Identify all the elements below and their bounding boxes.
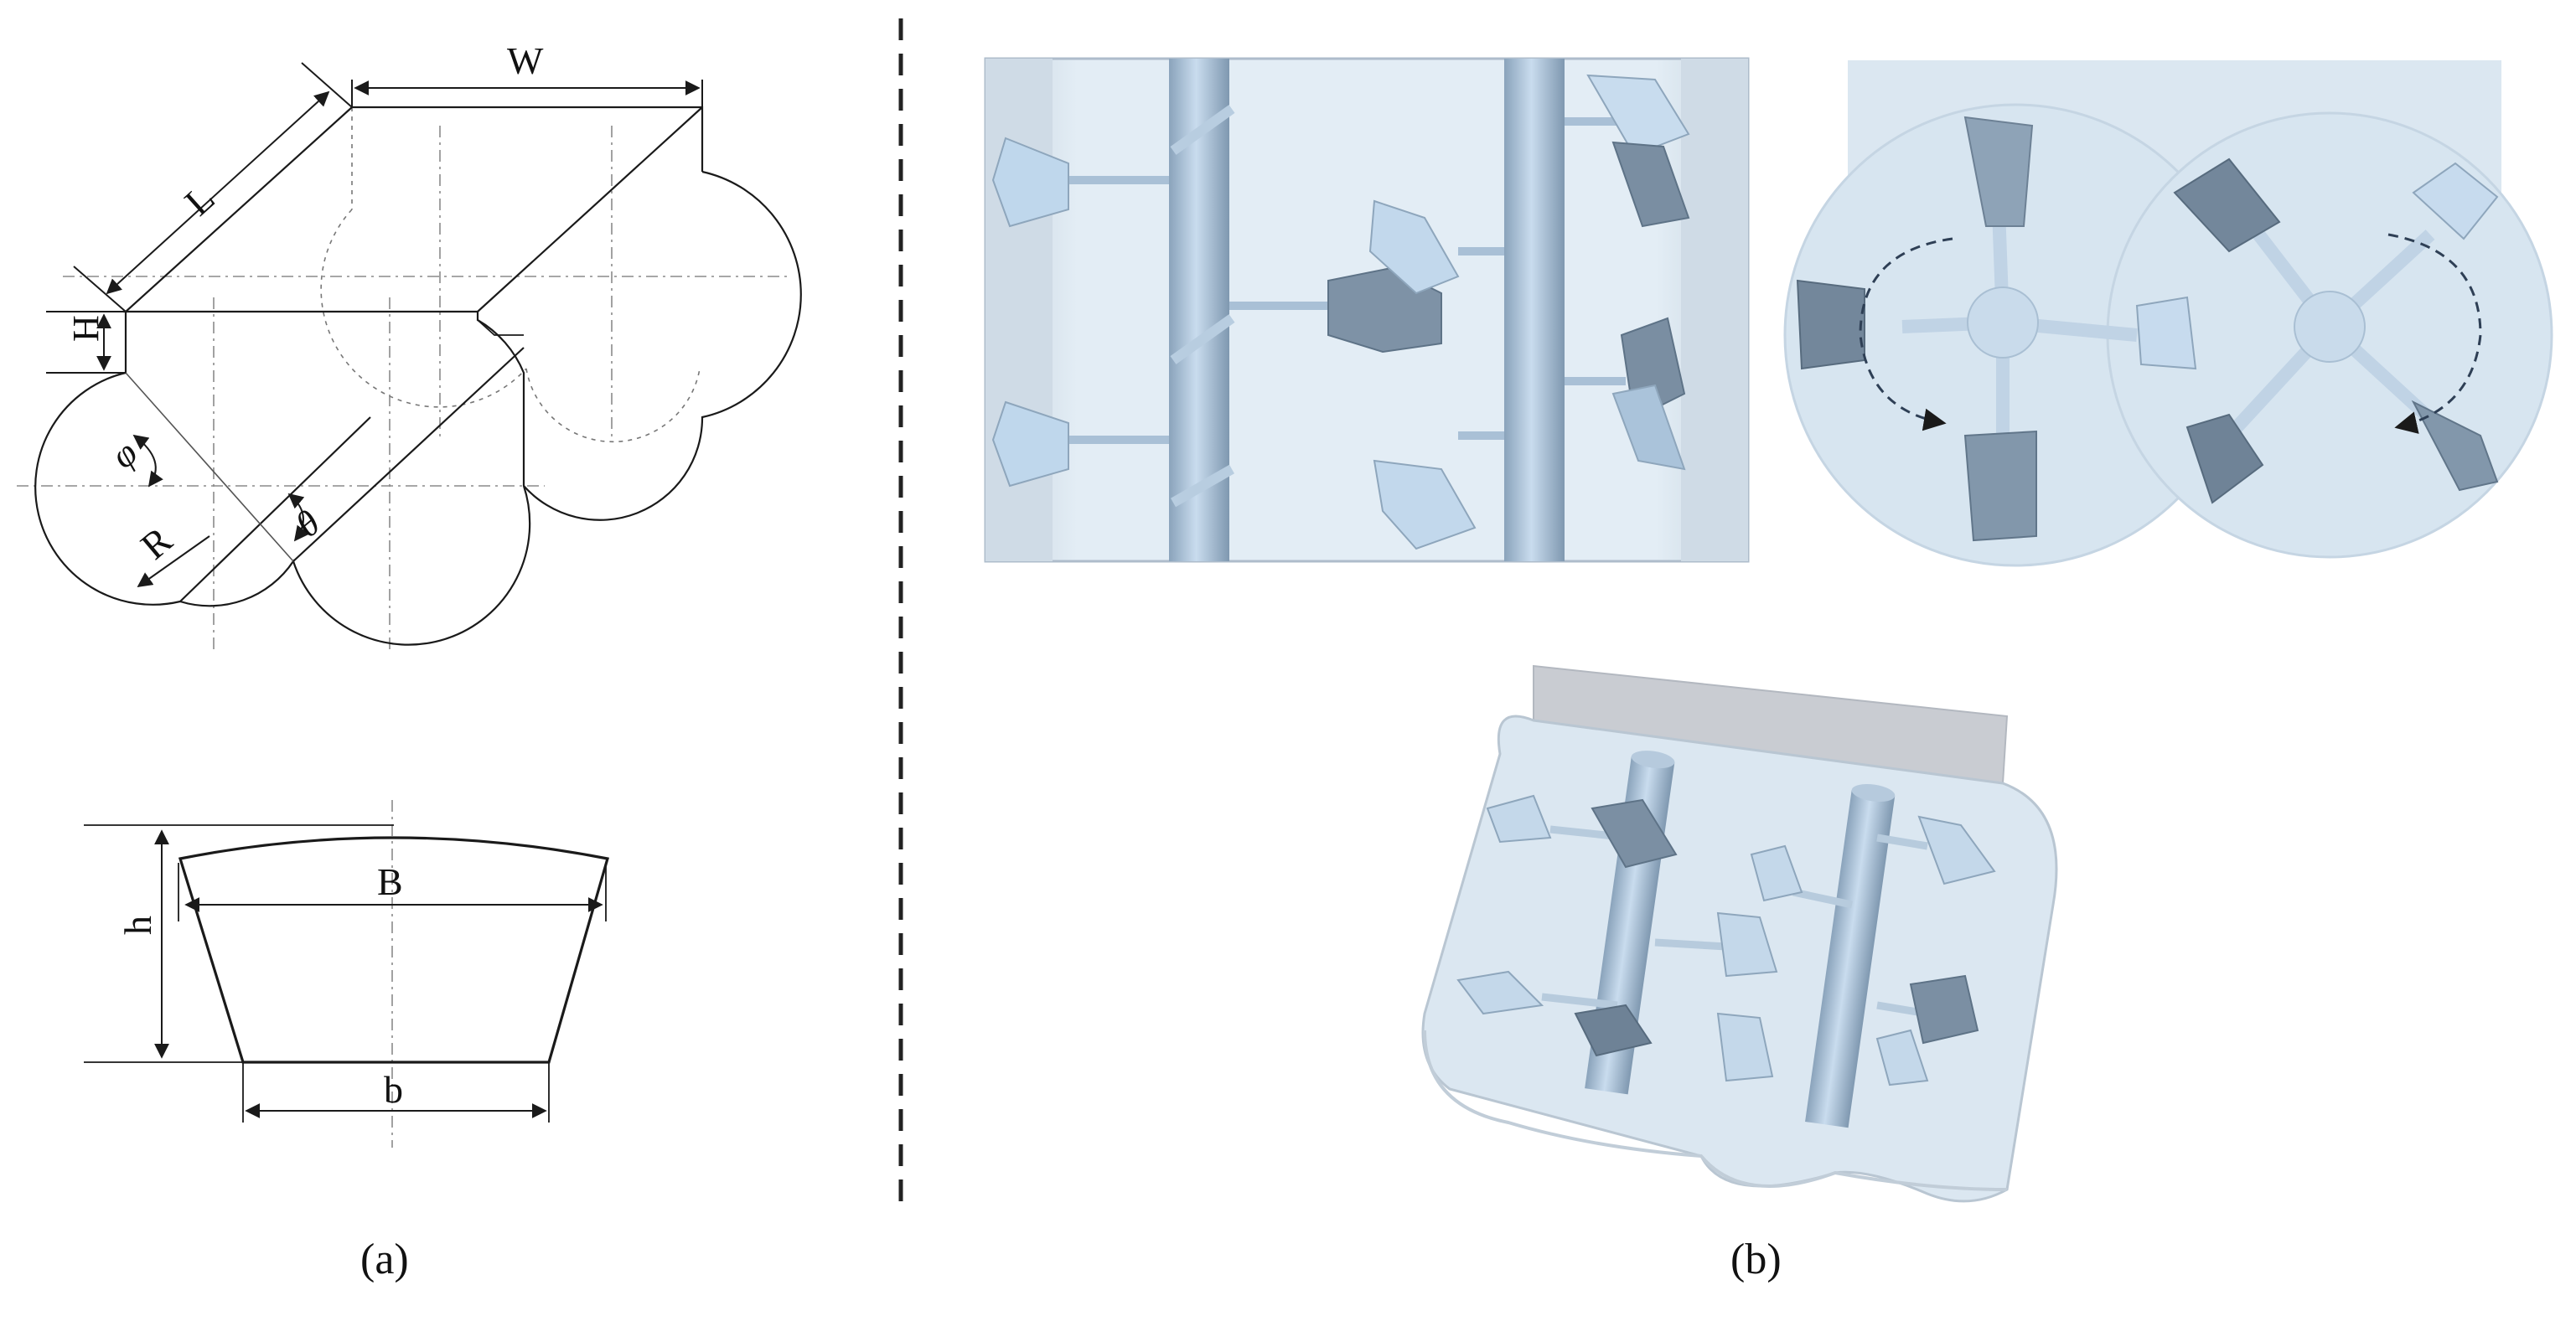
back-hidden-edges bbox=[320, 107, 701, 443]
blade bbox=[1591, 798, 1678, 869]
label-b: b bbox=[384, 1068, 403, 1111]
blade bbox=[1750, 844, 1803, 902]
label-B: B bbox=[377, 860, 403, 903]
blade bbox=[1373, 459, 1477, 550]
front-face bbox=[34, 312, 531, 646]
blade bbox=[1963, 430, 2037, 542]
blade bbox=[1368, 199, 1460, 295]
blade bbox=[1917, 815, 1996, 885]
right-silhouette bbox=[523, 170, 802, 521]
inner-diagonal bbox=[125, 372, 294, 562]
dimension-W bbox=[351, 80, 703, 107]
shaft-right bbox=[1805, 789, 1896, 1128]
blade bbox=[1796, 279, 1865, 370]
notch bbox=[477, 319, 524, 336]
blade bbox=[2173, 157, 2281, 253]
blade bbox=[1963, 116, 2034, 227]
blade bbox=[1716, 1012, 1774, 1082]
label-R: R bbox=[132, 519, 180, 568]
blade bbox=[2411, 400, 2499, 492]
centerlines bbox=[17, 126, 788, 653]
theta-arc bbox=[287, 493, 309, 542]
panel-a-labels: W L H φ θ R bbox=[65, 39, 544, 568]
shaft-right bbox=[1504, 59, 1565, 561]
label-L: L bbox=[177, 176, 223, 224]
blade bbox=[1586, 74, 1690, 157]
render-front-view bbox=[984, 57, 1750, 563]
blade bbox=[2185, 413, 2264, 504]
render-isometric-view bbox=[1421, 664, 2058, 1203]
blade-profile-sketch bbox=[84, 800, 610, 1148]
blade bbox=[1875, 1029, 1929, 1087]
blade bbox=[2135, 296, 2197, 370]
blade-outline bbox=[178, 836, 610, 1064]
blade bbox=[1716, 911, 1778, 978]
rotation-arrow-left bbox=[1859, 237, 1953, 431]
blade bbox=[1456, 970, 1544, 1015]
bottom-diagonal-1 bbox=[179, 416, 371, 602]
blade bbox=[1909, 974, 1979, 1045]
blade bbox=[1574, 1004, 1653, 1057]
dimension-L bbox=[73, 62, 353, 312]
blade bbox=[991, 137, 1069, 228]
label-h: h bbox=[116, 916, 159, 935]
bottom-diagonal-2 bbox=[292, 347, 525, 562]
caption-a: (a) bbox=[360, 1236, 409, 1283]
label-theta: θ bbox=[287, 503, 328, 545]
dimension-R bbox=[137, 535, 210, 588]
dimension-H bbox=[46, 311, 126, 374]
blade-profile-labels: B h b bbox=[116, 860, 403, 1111]
rotation-arrow-right bbox=[2387, 233, 2482, 434]
render-end-view bbox=[1783, 60, 2553, 567]
phi-arc bbox=[132, 434, 163, 488]
blade bbox=[1611, 141, 1690, 228]
blade bbox=[1611, 384, 1686, 471]
label-H: H bbox=[65, 315, 106, 342]
label-W: W bbox=[507, 39, 544, 82]
caption-b: (b) bbox=[1730, 1236, 1782, 1283]
panel-a-geometry-sketch bbox=[17, 62, 802, 653]
blade bbox=[991, 400, 1069, 488]
blade bbox=[1486, 794, 1552, 844]
blade bbox=[2412, 162, 2499, 240]
